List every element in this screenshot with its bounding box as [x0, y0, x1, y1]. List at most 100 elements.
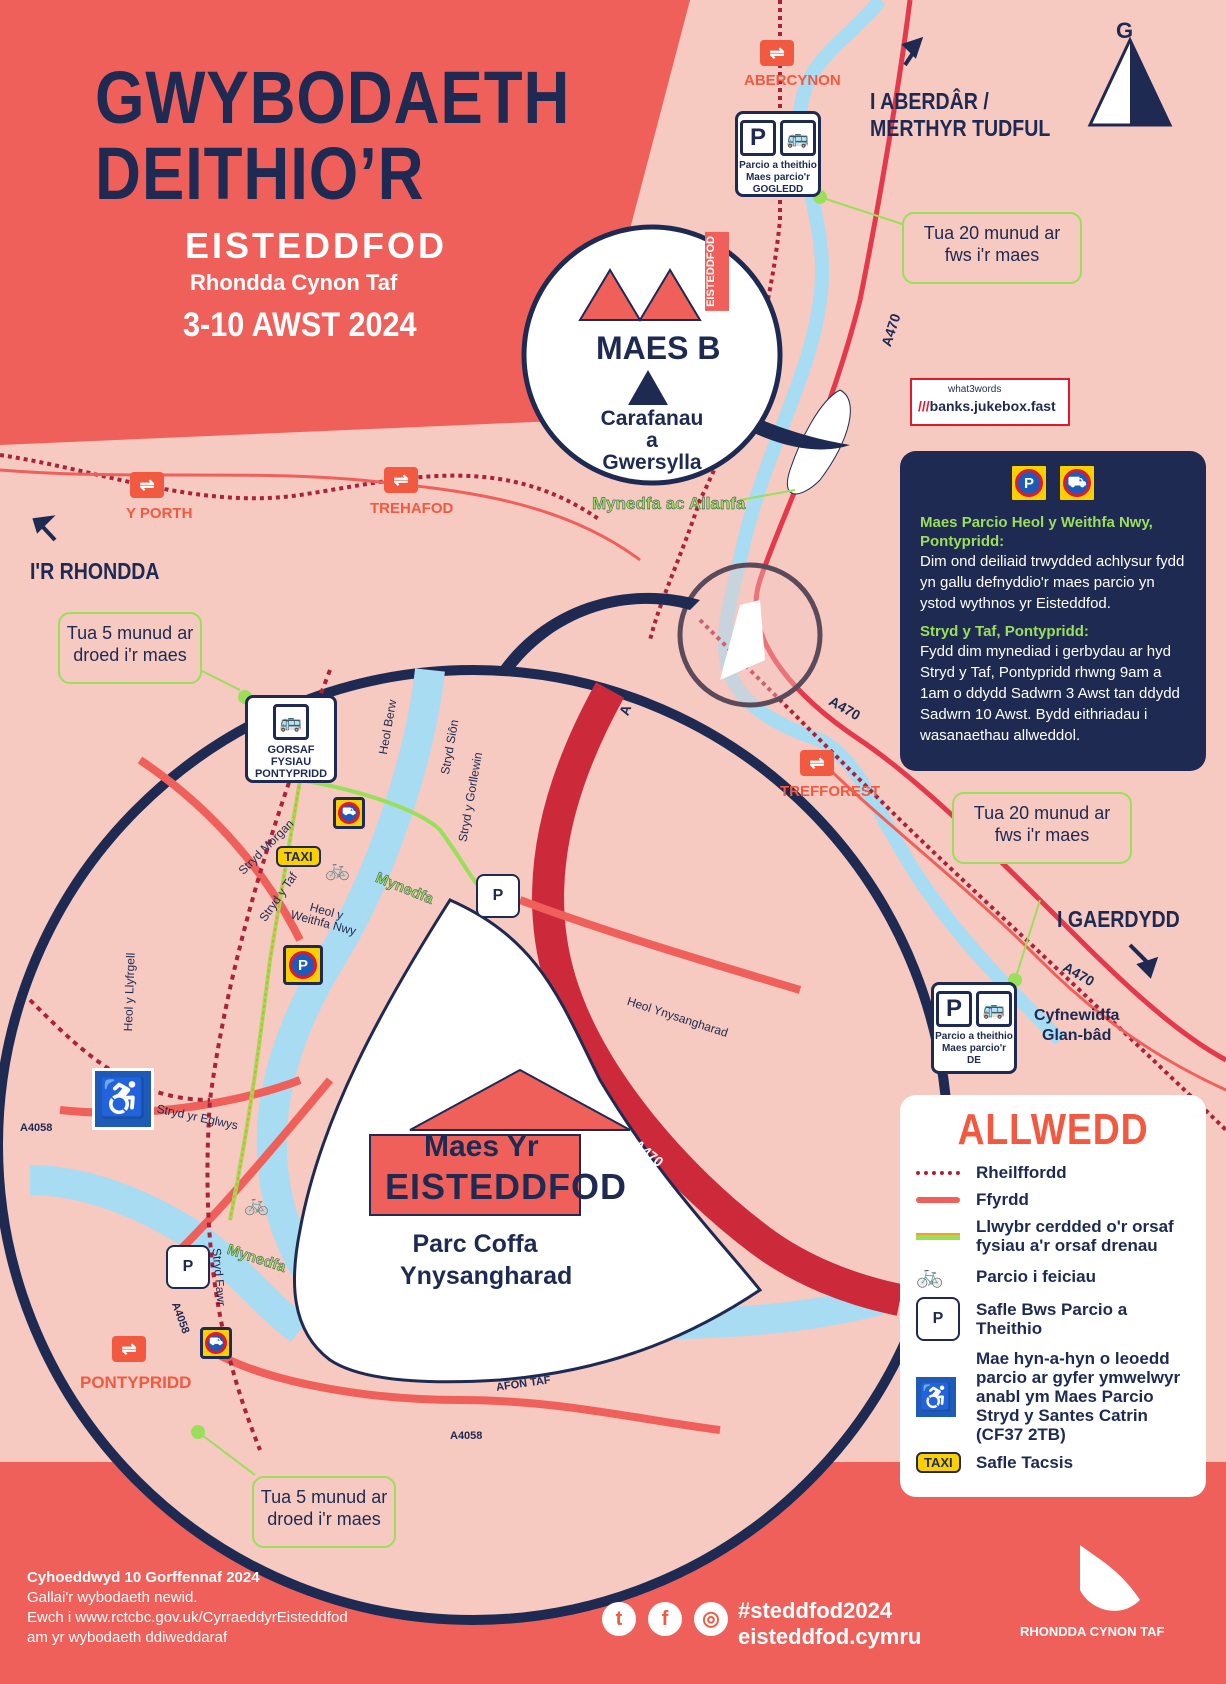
direction-aberdar-line1: I ABERDÂR / [870, 88, 989, 114]
legend-taxi-symbol: TAXI [916, 1452, 976, 1473]
arrow-nw [32, 515, 57, 542]
road-a470 [753, 0, 1226, 1063]
connectors [191, 190, 1041, 1476]
no-vehicle-glyph: ⛟ [1063, 469, 1091, 497]
park-ride-north[interactable]: P 🚌 Parcio a theithio Maes parcio'r GOGL… [735, 111, 821, 197]
footer-line3: am yr wybodaeth ddiweddaraf [27, 1629, 228, 1646]
no-parking-icon: P [1009, 463, 1049, 503]
maes-b-banner: EISTEDDFOD [705, 232, 729, 311]
instagram-icon[interactable]: ◎ [694, 1602, 728, 1636]
page-title: GWYBODAETH DEITHIO’R [95, 60, 569, 215]
parking-icon: P [936, 991, 972, 1027]
event-dates: 3-10 AWST 2024 [183, 306, 417, 344]
no-vehicle-inset-south: ⛟ [200, 1327, 232, 1359]
footer-site[interactable]: eisteddfod.cymru [738, 1624, 922, 1649]
footer-hashtag[interactable]: #steddfod2024 [738, 1598, 893, 1623]
maes-title-line2: EISTEDDFOD [385, 1166, 628, 1207]
park-ride-north-label: Parcio a theithio Maes parcio'r GOGLEDD [739, 160, 817, 195]
rail-south [698, 618, 1226, 1132]
park-name-line1: Parc Coffa [412, 1230, 538, 1258]
parking-icon: P [740, 120, 776, 156]
rail-north [648, 0, 782, 641]
inset-roads [59, 756, 802, 1434]
bus-station[interactable]: 🚌 GORSAF FYSIAU PONTYPRIDD [245, 695, 337, 783]
caravan-tent [628, 370, 668, 405]
park-ride-south-label: Parcio a theithio Maes parcio'r DE [935, 1031, 1013, 1066]
title-line2: DEITHIO’R [95, 132, 425, 215]
legend-road: Ffyrdd [916, 1190, 1190, 1209]
legend-bus: P Safle Bws Parcio a Theithio [916, 1297, 1190, 1341]
legend: ALLWEDD Rheilffordd Ffyrdd Llwybr cerdde… [900, 1095, 1206, 1497]
maes-b-title: MAES B [596, 330, 721, 366]
what3words-box[interactable]: what3words ///banks.jukebox.fast [910, 378, 1070, 426]
legend-title: ALLWEDD [957, 1105, 1149, 1154]
exchange-line2: Glan-bâd [1042, 1027, 1112, 1044]
disabled-icon: ♿ [916, 1376, 956, 1417]
eisteddfod-brand: EISTEDDFOD [185, 225, 448, 266]
note-bus-south: Tua 20 munud ar fws i'r maes [952, 792, 1132, 864]
info-panel: P ⛟ Maes Parcio Heol y Weithfa Nwy, Pont… [900, 451, 1206, 771]
park-ride-south[interactable]: P 🚌 Parcio a theithio Maes parcio'r DE [931, 982, 1017, 1074]
legend-rail: Rheilffordd [916, 1163, 1190, 1182]
council-name: RHONDDA CYNON TAF [1020, 1624, 1165, 1639]
taxi-rank[interactable]: TAXI [276, 846, 321, 867]
station-icon-porth: ⇌ [130, 472, 164, 498]
twitter-icon[interactable]: t [602, 1602, 636, 1636]
road-label-a4058-south: A4058 [450, 1430, 483, 1442]
park-ride-stop-north[interactable]: P [476, 874, 520, 918]
bus-station-icons: 🚌 [248, 704, 334, 740]
legend-taxi-label: Safle Tacsis [976, 1453, 1074, 1472]
legend-taxi: TAXI Safle Tacsis [916, 1452, 1190, 1473]
park-ride-north-icons: P 🚌 [738, 120, 818, 156]
bike-icon-south: 🚲 [244, 1194, 269, 1216]
note-bus-north: Tua 20 munud ar fws i'r maes [902, 212, 1082, 284]
no-vehicle-inset-north: ⛟ [333, 797, 365, 829]
tent-banner [369, 1134, 581, 1216]
legend-bus-label: Safle Bws Parcio a Theithio [976, 1300, 1128, 1338]
footer-line2[interactable]: Ewch i www.rctcbc.gov.uk/CyrraeddyrEiste… [27, 1609, 348, 1626]
footer-published: Cyhoeddwyd 10 Gorffennaf 2024 [27, 1569, 260, 1586]
park-name-line2: Ynysangharad [400, 1262, 573, 1290]
legend-disabled: ♿ Mae hyn-a-hyn o leoedd parcio ar gyfer… [916, 1349, 1190, 1444]
note-walk-south: Tua 5 munud ar droed i'r maes [252, 1476, 396, 1548]
legend-rail-symbol [916, 1170, 976, 1175]
maes-b-sub1: Carafanau [600, 407, 704, 430]
info-icons: P ⛟ [920, 463, 1186, 503]
info-heading-1: Maes Parcio Heol y Weithfa Nwy, Pontypri… [920, 514, 1153, 550]
exchange-line1: Cyfnewidfa [1034, 1007, 1120, 1024]
locator-site [720, 600, 765, 680]
walk-route-outline [229, 779, 301, 1221]
info-text-1: Dim ond deiliaid trwydded achlysur fydd … [920, 553, 1185, 612]
bus-icon: 🚌 [273, 704, 309, 740]
station-pontypridd: PONTYPRIDD [80, 1373, 192, 1392]
legend-road-label: Ffyrdd [976, 1190, 1029, 1209]
legend-bike: 🚲 Parcio i feiciau [916, 1263, 1190, 1289]
legend-disabled-symbol: ♿ [916, 1376, 976, 1417]
park-ride-stop-p: P [492, 887, 504, 904]
footer-info: Cyhoeddwyd 10 Gorffennaf 2024 Gallai'r w… [27, 1568, 348, 1648]
road-south [818, 758, 1226, 1092]
park-ride-stop-south[interactable]: P [166, 1245, 210, 1289]
note-walk-north: Tua 5 munud ar droed i'r maes [58, 612, 202, 684]
park-ride-stop-p: P [182, 1258, 194, 1275]
station-icon-pontypridd: ⇌ [112, 1336, 146, 1362]
no-parking-p: P [289, 951, 317, 979]
no-parking-inset: P [283, 945, 323, 985]
no-parking-p: P [1015, 469, 1043, 497]
arrow-se [1128, 943, 1159, 979]
arrow-ne [901, 36, 924, 67]
facebook-icon[interactable]: f [648, 1602, 682, 1636]
station-y-porth: Y PORTH [126, 505, 193, 522]
station-icon-abercynon: ⇌ [760, 40, 794, 66]
inset-a470 [532, 682, 904, 1316]
bus-icon: 🚌 [780, 120, 816, 156]
main-tent [409, 1068, 631, 1131]
park-ride-south-icons: P 🚌 [934, 991, 1014, 1027]
compass-letter: G [1116, 18, 1134, 43]
legend-road-symbol [916, 1196, 976, 1203]
legend-rail-label: Rheilffordd [976, 1163, 1067, 1182]
bike-icon: 🚲 [916, 1263, 944, 1288]
park-ride-icon: P [932, 1310, 944, 1327]
exchange-label: Cyfnewidfa Glan-bâd [1034, 1006, 1119, 1046]
legend-disabled-label: Mae hyn-a-hyn o leoedd parcio ar gyfer y… [976, 1349, 1181, 1444]
